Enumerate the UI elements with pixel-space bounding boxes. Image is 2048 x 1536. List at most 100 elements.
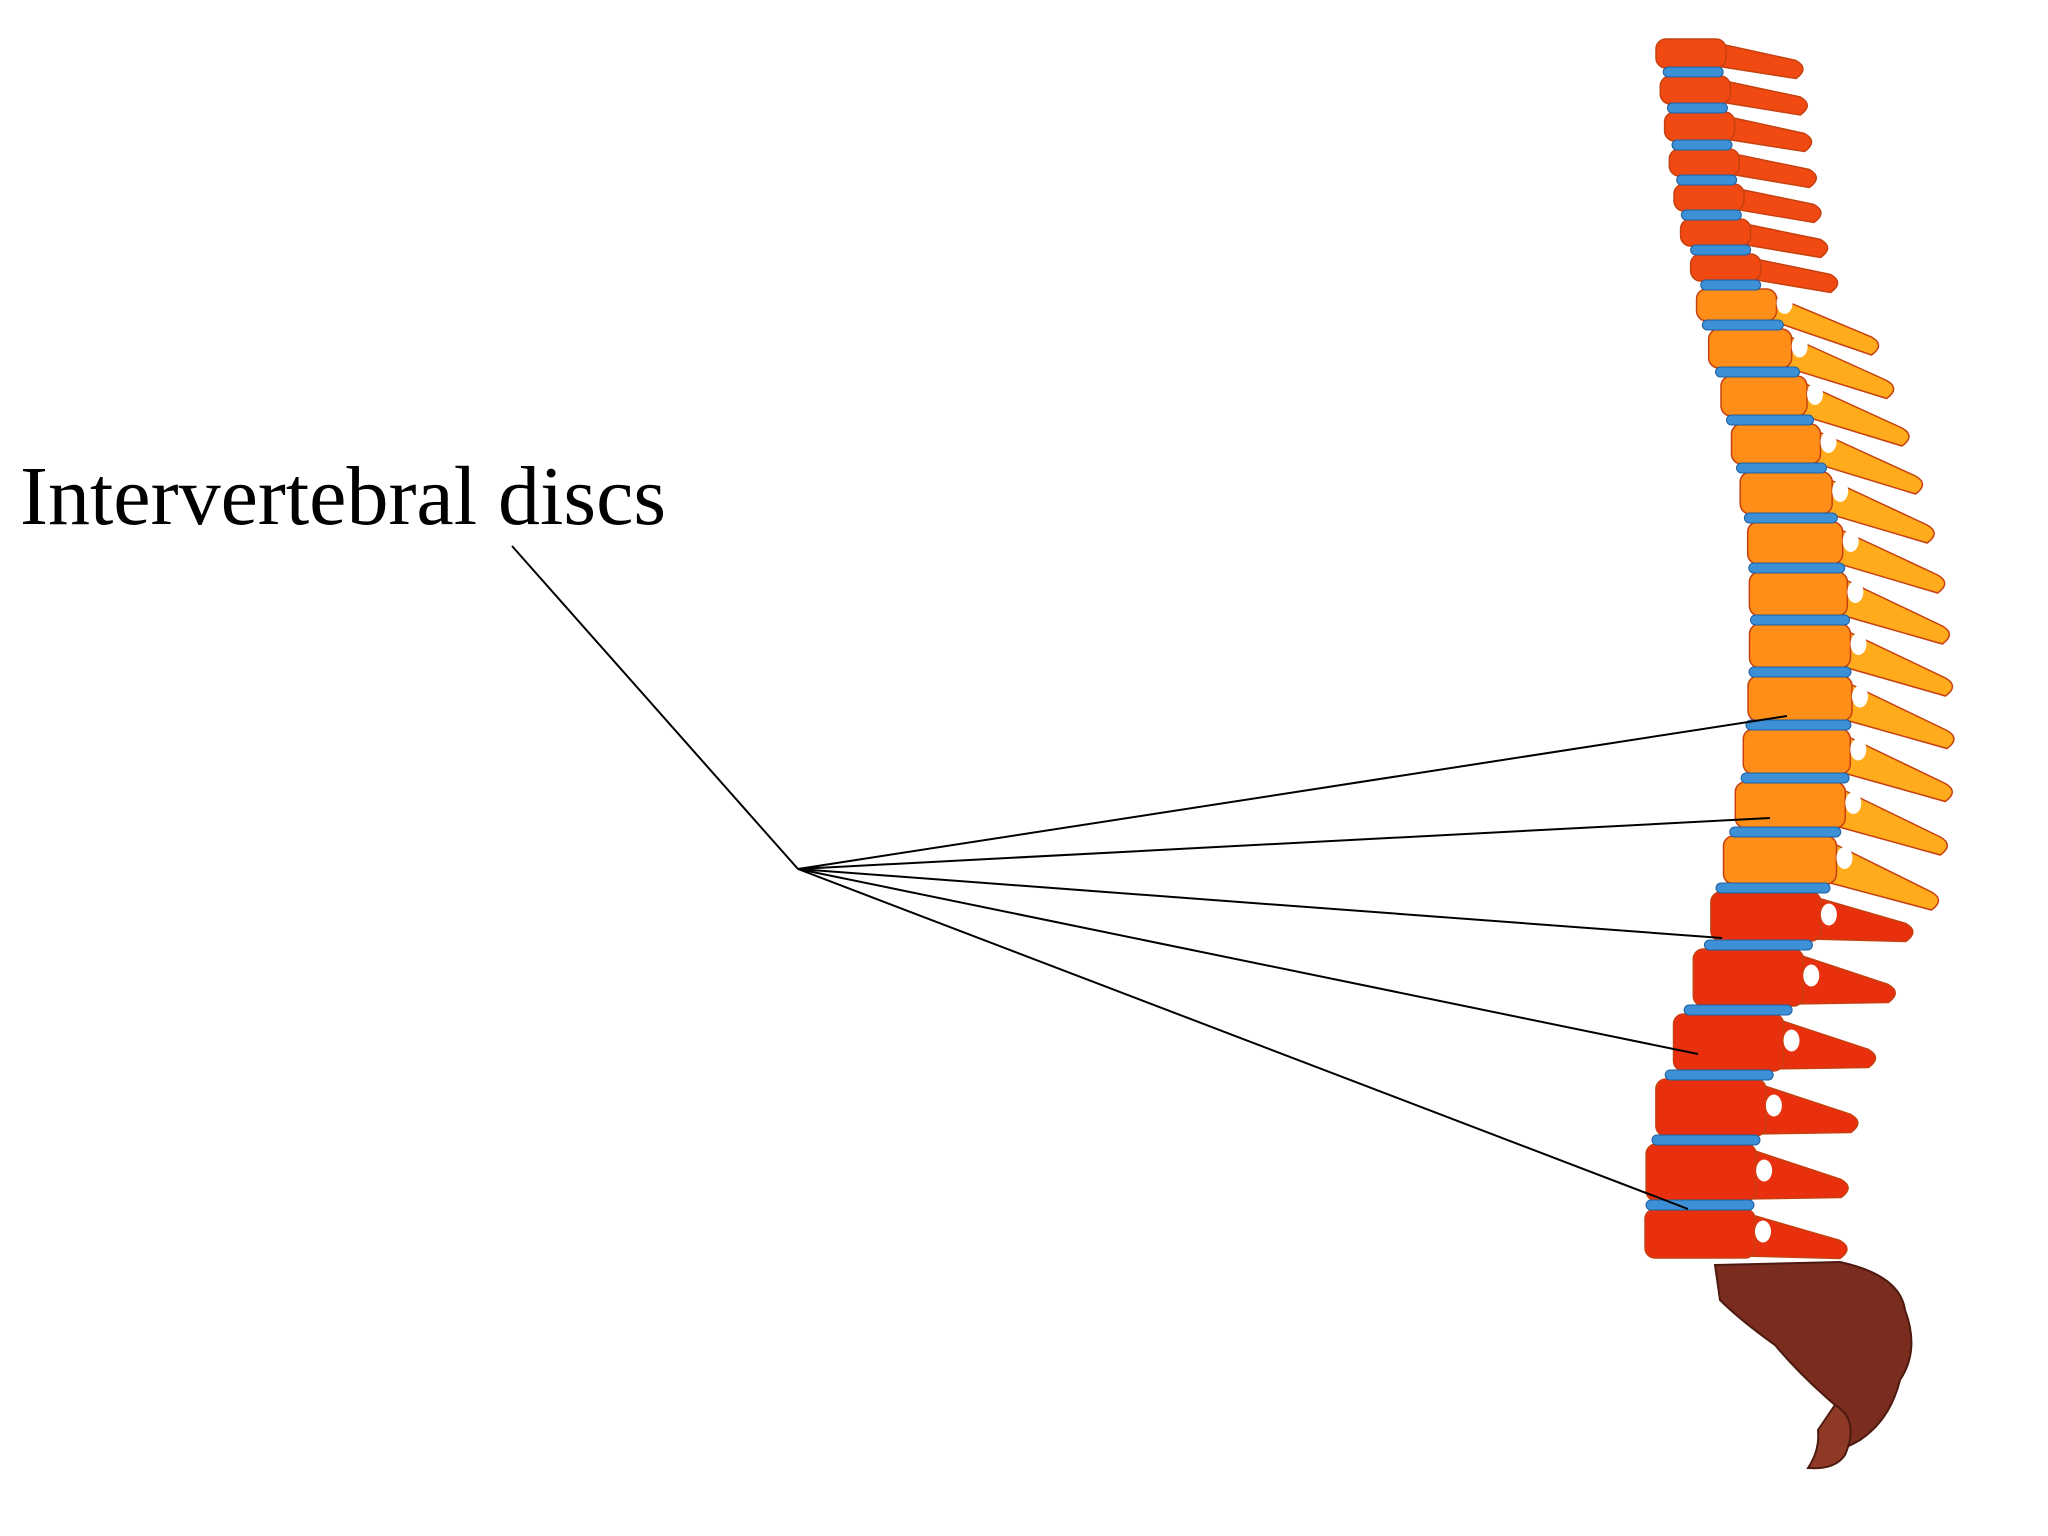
- intervertebral-disc: [1726, 414, 1814, 426]
- vertebral-body: [1746, 521, 1844, 565]
- vertebral-body: [1655, 38, 1727, 69]
- intervertebral-foramen: [1842, 530, 1859, 552]
- intervertebral-foramen: [1765, 1094, 1782, 1117]
- vertebral-body: [1722, 835, 1838, 885]
- spinous-process: [1809, 426, 1924, 495]
- vertebral-body: [1730, 423, 1822, 465]
- intervertebral-foramen: [1807, 383, 1823, 405]
- vertebral-body: [1668, 148, 1741, 177]
- vertebral-body: [1720, 375, 1808, 417]
- intervertebral-foramen: [1803, 964, 1820, 987]
- leader-line-disc-2: [797, 817, 1771, 870]
- intervertebral-foramen: [1852, 685, 1868, 708]
- spinous-process: [1839, 626, 1954, 697]
- intervertebral-foramen: [1836, 847, 1853, 869]
- leader-lines: [511, 545, 1788, 1210]
- vertebra-thoracic: [1742, 728, 1954, 803]
- intervertebral-disc: [1750, 614, 1850, 626]
- intervertebral-disc: [1748, 666, 1852, 678]
- spinous-process: [1755, 1081, 1859, 1135]
- intervertebral-foramen: [1755, 1220, 1771, 1243]
- vertebral-column: [1644, 38, 1955, 1260]
- vertebra-lumbar: [1644, 1208, 1848, 1260]
- intervertebral-disc: [1715, 366, 1800, 378]
- vertebra-thoracic: [1746, 521, 1946, 594]
- vertebral-body: [1655, 1078, 1767, 1137]
- intervertebral-disc: [1700, 279, 1762, 291]
- spinous-process: [1834, 784, 1949, 856]
- spinous-process: [1831, 524, 1946, 594]
- spinous-process: [1792, 951, 1897, 1005]
- spinous-process: [1749, 257, 1839, 294]
- spinous-process: [1719, 79, 1809, 116]
- spinous-process: [1728, 152, 1818, 189]
- intervertebral-disc: [1662, 66, 1724, 78]
- spinous-process: [1739, 222, 1829, 259]
- vertebral-body: [1739, 471, 1833, 515]
- vertebral-body: [1695, 288, 1778, 322]
- intervertebral-foramen: [1850, 738, 1867, 761]
- intervertebral-disc: [1740, 772, 1850, 784]
- vertebra-lumbar: [1692, 948, 1897, 1007]
- vertebral-body: [1689, 253, 1762, 282]
- intervertebral-disc: [1666, 102, 1728, 114]
- vertebral-body: [1734, 781, 1847, 829]
- vertebral-body: [1645, 1143, 1757, 1202]
- intervertebral-disc: [1748, 562, 1846, 574]
- intervertebral-disc: [1703, 939, 1813, 951]
- intervertebral-disc: [1701, 319, 1784, 331]
- vertebral-body: [1644, 1208, 1756, 1259]
- vertebra-lumbar: [1655, 1078, 1859, 1137]
- intervertebral-disc: [1729, 826, 1842, 838]
- vertebral-body: [1748, 623, 1852, 669]
- sacrum-coccyx: [1713, 1260, 1913, 1470]
- spinous-process: [1733, 187, 1822, 224]
- intervertebral-disc: [1715, 882, 1831, 894]
- intervertebral-foramen: [1850, 633, 1867, 655]
- intervertebral-foramen: [1791, 335, 1808, 358]
- leader-line-disc-5: [797, 868, 1689, 1210]
- vertebral-body: [1672, 1013, 1785, 1072]
- vertebra-cervical: [1663, 111, 1813, 153]
- intervertebral-foramen: [1783, 1029, 1800, 1052]
- intervertebral-disc: [1651, 1134, 1761, 1146]
- intervertebral-foramen: [1776, 292, 1793, 314]
- intervertebral-foramen: [1756, 1159, 1773, 1182]
- vertebra-thoracic: [1734, 781, 1949, 856]
- vertebral-body: [1673, 183, 1745, 212]
- vertebra-thoracic: [1748, 623, 1954, 697]
- vertebra-thoracic: [1720, 375, 1910, 447]
- intervertebral-foramen: [1847, 581, 1864, 603]
- intervertebral-disc: [1680, 209, 1742, 221]
- spinous-process: [1765, 291, 1880, 356]
- vertebra-lumbar: [1672, 1013, 1877, 1072]
- intervertebral-disc: [1676, 174, 1738, 186]
- vertebra-cervical: [1679, 218, 1829, 259]
- sacrum: [1713, 1260, 1913, 1450]
- spinous-process: [1841, 678, 1955, 750]
- vertebra-thoracic: [1695, 288, 1880, 356]
- vertebra-thoracic: [1730, 423, 1924, 495]
- vertebra-cervical: [1659, 75, 1809, 116]
- vertebral-body: [1747, 675, 1853, 722]
- coccyx: [1806, 1403, 1852, 1470]
- vertebra-lumbar: [1710, 891, 1914, 943]
- spinous-process: [1810, 895, 1914, 943]
- vertebra-thoracic: [1748, 571, 1951, 645]
- vertebral-body: [1679, 218, 1752, 247]
- vertebra-lumbar: [1645, 1143, 1849, 1202]
- leader-line-disc-3: [797, 868, 1723, 939]
- spinous-process: [1715, 42, 1804, 80]
- vertebra-thoracic: [1707, 328, 1895, 400]
- intervertebral-disc: [1690, 244, 1752, 256]
- intervertebral-foramen: [1820, 431, 1837, 453]
- intervertebral-foramen: [1832, 480, 1849, 502]
- vertebra-cervical: [1655, 38, 1804, 80]
- intervertebral-disc: [1645, 1199, 1755, 1211]
- vertebral-body: [1707, 328, 1793, 369]
- spinous-process: [1772, 1016, 1877, 1070]
- vertebral-body: [1748, 571, 1849, 617]
- vertebra-thoracic: [1747, 675, 1955, 750]
- intervertebral-disc: [1736, 462, 1827, 474]
